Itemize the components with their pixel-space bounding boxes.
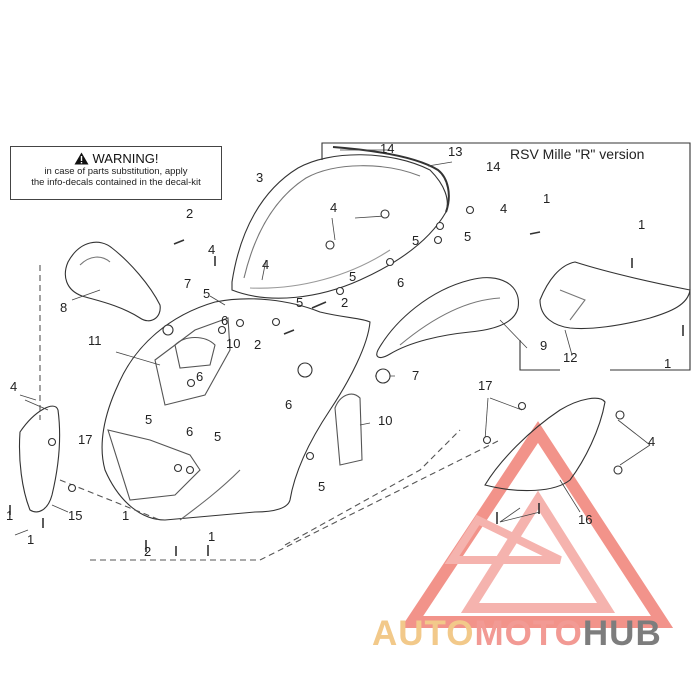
callout-number: 6 bbox=[285, 397, 292, 412]
callout-number: 4 bbox=[500, 201, 507, 216]
callout-number: 17 bbox=[78, 432, 92, 447]
callout-number: 10 bbox=[226, 336, 240, 351]
front-fairing bbox=[101, 298, 371, 521]
version-bracket bbox=[321, 142, 691, 371]
windscreen bbox=[231, 154, 448, 299]
watermark-text: AUTOMOTOHUB bbox=[372, 614, 662, 654]
watermark-part-moto: MOTO bbox=[474, 614, 583, 653]
callout-number: 2 bbox=[144, 544, 151, 559]
headlight-opening bbox=[154, 317, 231, 406]
callout-number: 6 bbox=[196, 369, 203, 384]
callout-number: 5 bbox=[349, 269, 356, 284]
callout-number: 5 bbox=[296, 295, 303, 310]
callout-number: 15 bbox=[68, 508, 82, 523]
air-intake bbox=[107, 429, 201, 501]
callout-number: 4 bbox=[262, 257, 269, 272]
callout-number: 4 bbox=[208, 242, 215, 257]
callout-number: 6 bbox=[397, 275, 404, 290]
callout-number: 14 bbox=[486, 159, 500, 174]
callout-number: 4 bbox=[10, 379, 17, 394]
callout-number: 7 bbox=[184, 276, 191, 291]
right-side-panel bbox=[539, 261, 691, 330]
callout-number: 5 bbox=[412, 233, 419, 248]
callout-number: 2 bbox=[254, 337, 261, 352]
callout-number: 5 bbox=[214, 429, 221, 444]
warning-box: WARNING! in case of parts substitution, … bbox=[10, 146, 222, 200]
callout-number: 13 bbox=[448, 144, 462, 159]
warning-title: WARNING! bbox=[92, 151, 159, 166]
callout-number: 5 bbox=[464, 229, 471, 244]
callout-number: 1 bbox=[27, 532, 34, 547]
callout-number: 1 bbox=[638, 217, 645, 232]
callout-number: 1 bbox=[122, 508, 129, 523]
callout-number: 4 bbox=[330, 200, 337, 215]
callout-number: 2 bbox=[186, 206, 193, 221]
callout-number: 1 bbox=[543, 191, 550, 206]
callout-number: 7 bbox=[412, 368, 419, 383]
callout-number: 1 bbox=[664, 356, 671, 371]
callout-number: 9 bbox=[540, 338, 547, 353]
callout-number: 1 bbox=[208, 529, 215, 544]
warning-line-1: in case of parts substitution, apply bbox=[44, 166, 188, 177]
watermark-logo bbox=[400, 421, 674, 628]
warning-line-2: the info-decals contained in the decal-k… bbox=[31, 177, 201, 188]
callout-number: 5 bbox=[318, 479, 325, 494]
version-label: RSV Mille "R" version bbox=[510, 146, 645, 162]
callout-number: 6 bbox=[221, 313, 228, 328]
support-bracket bbox=[334, 393, 363, 466]
callout-number: 12 bbox=[563, 350, 577, 365]
watermark-part-auto: AUTO bbox=[372, 614, 475, 653]
callout-number: 11 bbox=[88, 333, 102, 348]
callout-number: 14 bbox=[380, 141, 394, 156]
callout-number: 5 bbox=[145, 412, 152, 427]
right-mirror bbox=[376, 277, 519, 359]
watermark-part-hub: HUB bbox=[582, 614, 662, 653]
callout-number: 3 bbox=[256, 170, 263, 185]
callout-number: 10 bbox=[378, 413, 392, 428]
callout-number: 6 bbox=[186, 424, 193, 439]
callout-number: 16 bbox=[578, 512, 592, 527]
callout-number: 1 bbox=[6, 508, 13, 523]
callout-number: 5 bbox=[203, 286, 210, 301]
callout-number: 8 bbox=[60, 300, 67, 315]
callout-number: 4 bbox=[648, 434, 655, 449]
right-lower-panel bbox=[484, 397, 606, 492]
callout-number: 17 bbox=[478, 378, 492, 393]
warning-icon bbox=[74, 152, 89, 165]
left-mirror bbox=[64, 241, 161, 322]
callout-number: 2 bbox=[341, 295, 348, 310]
seal-strip bbox=[332, 146, 450, 213]
warning-heading: WARNING! bbox=[11, 151, 221, 166]
left-lower-panel bbox=[18, 405, 61, 513]
